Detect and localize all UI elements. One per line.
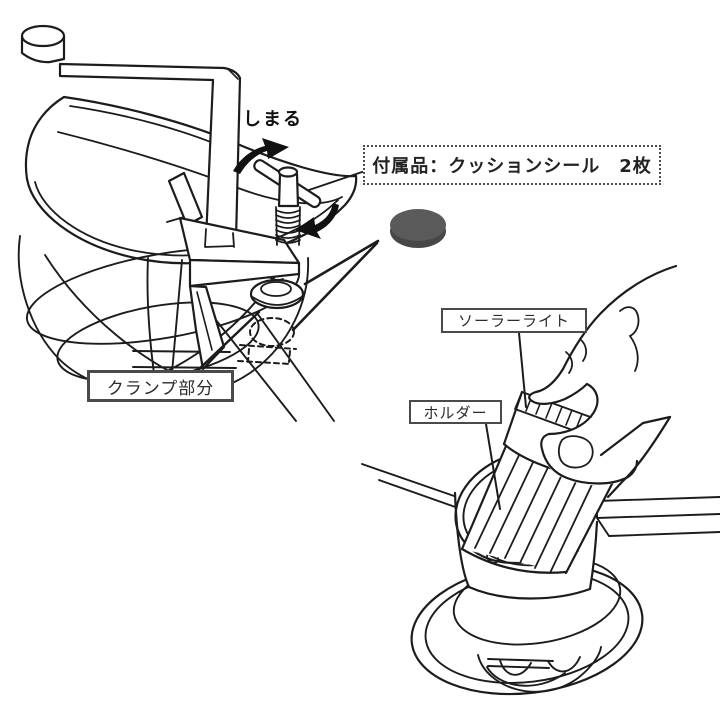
thumbnail-icon <box>557 435 594 469</box>
clamp-screw-icon <box>253 159 322 246</box>
rotation-arrow-upper <box>233 138 289 174</box>
solar-label-leader-line <box>518 332 527 408</box>
holder-insertion-illustration <box>361 264 720 696</box>
pointer-lines <box>291 239 380 332</box>
tighten-label: しまる <box>243 109 303 130</box>
holder-label-leader-line <box>485 423 501 510</box>
clamp-label-leader-line <box>195 310 261 373</box>
clamp-part-label: クランプ部分 <box>87 370 234 402</box>
accessory-note-box: 付属品：クッションシール 2枚 <box>363 145 661 185</box>
solar-light-label: ソーラーライト <box>441 308 587 333</box>
lamp-cap-icon <box>20 24 66 64</box>
holder-arm-left <box>361 463 462 510</box>
clamp-foot-icon <box>249 276 305 310</box>
clamp-lamp-illustration <box>17 24 369 422</box>
dashed-position-marker <box>237 317 297 365</box>
lamp-arm-icon <box>58 62 242 242</box>
clamp-body-icon <box>167 171 301 371</box>
rotation-arrow-lower <box>295 203 339 239</box>
holder-label: ホルダー <box>409 400 502 424</box>
cushion-seal-callout <box>291 209 446 332</box>
cushion-seal <box>390 209 446 248</box>
holder-arm-right <box>596 496 720 537</box>
hand-icon <box>527 264 678 499</box>
base-cage-icon <box>477 646 602 693</box>
